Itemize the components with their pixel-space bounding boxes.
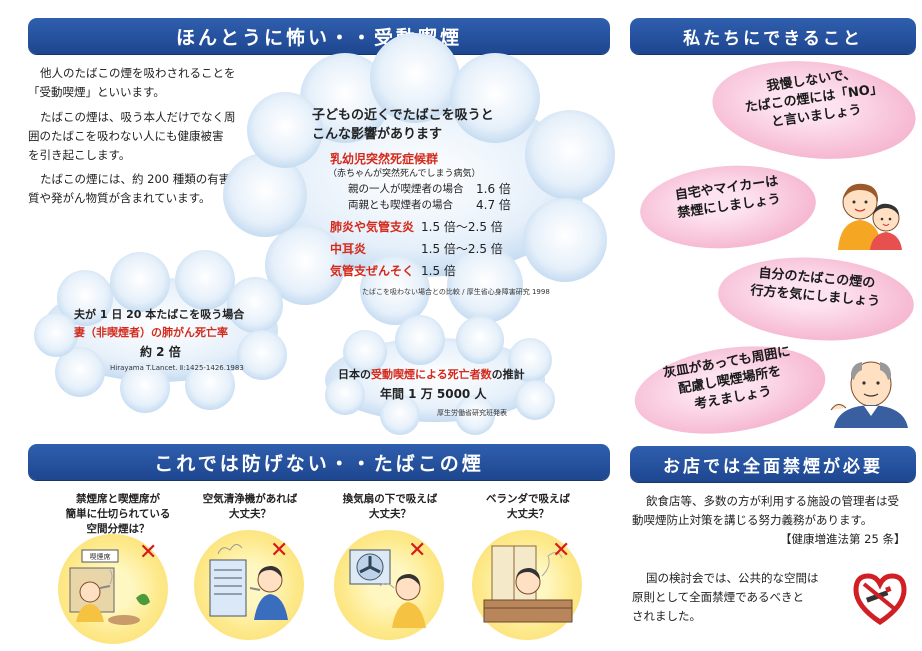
deaths-line1: 日本の受動喫煙による死亡者数の推計: [338, 368, 525, 381]
big-cloud-shape: [223, 33, 615, 325]
otitis-value: 1.5 倍～2.5 倍: [421, 242, 503, 256]
scene-4-cross: ✕: [552, 538, 571, 563]
wife-line3: 約 2 倍: [140, 345, 181, 359]
intro-p1-line2: 「受動喫煙」といいます。: [28, 85, 165, 99]
deaths-line2: 年間 1 万 5000 人: [380, 387, 487, 401]
pneumonia-label: 肺炎や気管支炎: [330, 220, 415, 234]
big-cloud-title-2: こんな影響があります: [312, 127, 443, 142]
intro-p2-line2: 囲のたばこを吸わない人にも健康被害: [28, 129, 224, 143]
one-parent-label: 親の一人が喫煙者の場合: [348, 183, 464, 195]
shop-p2-line3: されました。: [632, 609, 701, 623]
intro-p2-line3: を引き起こします。: [28, 148, 131, 162]
big-cloud-title-1: 子どもの近くでたばこを吸うと: [312, 108, 494, 123]
shop-p1-line1: 飲食店等、多数の方が利用する施設の管理者は受: [646, 494, 899, 508]
scene-3-cross: ✕: [408, 538, 427, 563]
deaths-cloud-shape: [325, 315, 555, 435]
sids-note: （赤ちゃんが突然死んでしまう病気）: [328, 169, 481, 179]
mother-child-illustration: [838, 183, 902, 250]
banner-what-we-can-do: 私たちにできること: [630, 18, 916, 54]
wife-source: Hirayama T.Lancet. Ⅱ:1425-1426.1983: [110, 364, 244, 372]
scene-3-circle: [334, 530, 444, 640]
one-parent-value: 1.6 倍: [476, 182, 511, 196]
sids-title: 乳幼児突然死症候群: [330, 152, 439, 166]
scene-2-drawing: [209, 544, 288, 620]
scene-1-drawing: 喫煙席: [69, 549, 150, 625]
otitis-label: 中耳炎: [330, 242, 367, 256]
deaths-source: 厚生労働省研究班発表: [437, 409, 507, 417]
wife-cloud-shape: [34, 250, 287, 413]
asthma-label: 気管支ぜんそく: [330, 264, 415, 278]
shop-law: 【健康増進法第 25 条】: [780, 532, 906, 546]
intro-p3-line1: たばこの煙には、約 200 種類の有害物: [40, 172, 242, 186]
asthma-value: 1.5 倍: [421, 264, 456, 278]
intro-p1-line1: 他人のたばこの煙を吸わされることを: [40, 66, 236, 80]
both-parents-value: 4.7 倍: [476, 198, 511, 212]
pneumonia-value: 1.5 倍～2.5 倍: [421, 220, 503, 234]
shop-p2-line2: 原則として全面禁煙であるべきと: [632, 590, 805, 604]
both-parents-label: 両親とも喫煙者の場合: [348, 199, 453, 211]
big-cloud-source: たばこを吸わない場合との比較 / 厚生省心身障害研究 1998: [362, 288, 550, 296]
wife-line1: 夫が 1 日 20 本たばこを吸う場合: [74, 308, 245, 321]
shop-p1-line2: 動喫煙防止対策を講じる努力義務があります。: [632, 513, 873, 527]
scene-3-drawing: [349, 549, 426, 628]
banner-cannot-prevent: これでは防げない・・たばこの煙: [28, 444, 610, 480]
intro-p3-line2: 質や発がん物質が含まれています。: [28, 191, 211, 205]
smoking-seat-sign: 喫煙席: [90, 552, 111, 561]
shop-p2-line1: 国の検討会では、公共的な空間は: [646, 571, 819, 585]
no-smoking-heart-icon: [853, 573, 907, 626]
banner-total-ban-needed: お店では全面禁煙が必要: [630, 446, 916, 482]
scene-2-cross: ✕: [270, 538, 289, 563]
older-man-illustration: [830, 361, 908, 428]
intro-p2-line1: たばこの煙は、吸う本人だけでなく周: [40, 110, 236, 124]
wife-line2: 妻（非喫煙者）の肺がん死亡率: [74, 326, 228, 339]
scene-1-cross: ✕: [139, 540, 158, 565]
scene-4-drawing: [483, 545, 573, 623]
